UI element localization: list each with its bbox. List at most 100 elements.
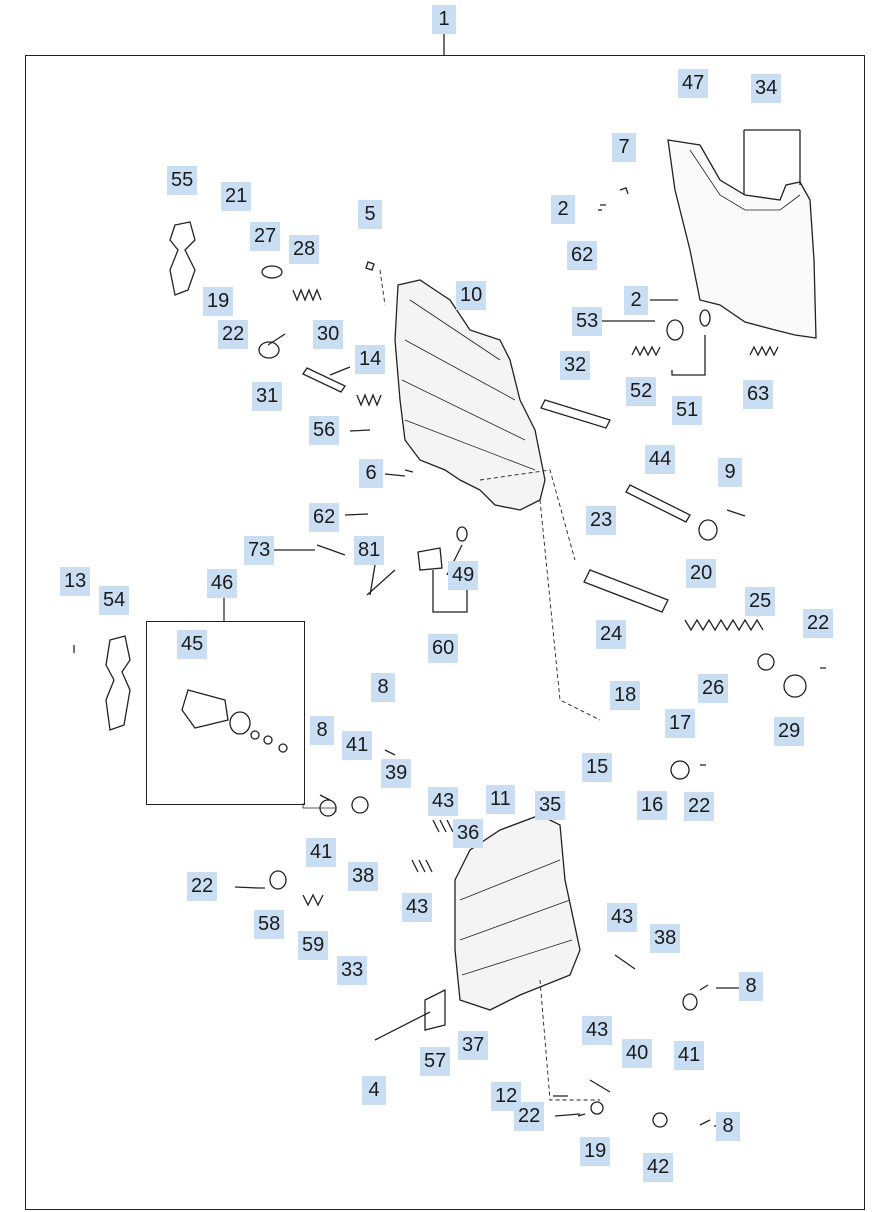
callout-label: 57 bbox=[420, 1047, 451, 1076]
upper-valve-body bbox=[394, 279, 546, 511]
solenoid-60 bbox=[417, 547, 443, 571]
callout-label: 60 bbox=[428, 634, 459, 663]
callout-label: 49 bbox=[448, 561, 479, 590]
callout-label: 13 bbox=[60, 567, 91, 596]
callout-label: 32 bbox=[560, 351, 591, 380]
spool-44 bbox=[625, 484, 691, 523]
callout-label: 24 bbox=[596, 620, 627, 649]
callout-label: 43 bbox=[402, 893, 433, 922]
callout-label: 1 bbox=[432, 5, 456, 34]
callout-label: 8 bbox=[371, 673, 395, 702]
spring-26 bbox=[684, 618, 764, 632]
solenoid-subassembly-box bbox=[146, 621, 305, 805]
callout-label: 41 bbox=[342, 731, 373, 760]
solenoid-45 bbox=[181, 689, 229, 729]
callout-label: 47 bbox=[678, 69, 709, 98]
callout-label: 51 bbox=[672, 396, 703, 425]
callout-label: 11 bbox=[486, 785, 515, 814]
spring-63 bbox=[749, 345, 779, 357]
callout-label: 45 bbox=[177, 630, 208, 659]
callout-label: 36 bbox=[453, 819, 484, 848]
callout-label: 7 bbox=[612, 133, 636, 162]
callout-label: 54 bbox=[99, 586, 130, 615]
callout-label: 2 bbox=[624, 286, 648, 315]
assembly-frame bbox=[25, 55, 865, 1210]
callout-label: 22 bbox=[803, 609, 834, 638]
callout-label: 5 bbox=[358, 200, 382, 229]
callout-label: 31 bbox=[252, 382, 283, 411]
callout-label: 38 bbox=[650, 924, 681, 953]
callout-label: 8 bbox=[716, 1112, 740, 1141]
spring-43b bbox=[589, 954, 636, 1093]
spring-59 bbox=[302, 893, 324, 907]
callout-label: 43 bbox=[607, 903, 638, 932]
callout-label: 59 bbox=[298, 931, 329, 960]
callout-label: 19 bbox=[580, 1137, 611, 1166]
callout-label: 8 bbox=[739, 972, 763, 1001]
callout-label: 43 bbox=[582, 1016, 613, 1045]
callout-label: 16 bbox=[637, 791, 668, 820]
callout-label: 40 bbox=[622, 1039, 653, 1068]
spool-30 bbox=[302, 367, 346, 393]
callout-label: 43 bbox=[428, 787, 459, 816]
callout-label: 53 bbox=[572, 307, 603, 336]
callout-label: 8 bbox=[310, 716, 334, 745]
clip-55 bbox=[169, 221, 196, 296]
callout-label: 56 bbox=[309, 416, 340, 445]
callout-label: 62 bbox=[567, 241, 598, 270]
callout-label: 41 bbox=[674, 1041, 705, 1070]
spring-52 bbox=[631, 345, 661, 357]
callout-label: 33 bbox=[337, 956, 368, 985]
callout-label: 42 bbox=[643, 1153, 674, 1182]
callout-label: 58 bbox=[254, 910, 285, 939]
callout-label: 39 bbox=[381, 759, 412, 788]
callout-label: 63 bbox=[743, 380, 774, 409]
callout-label: 37 bbox=[458, 1031, 489, 1060]
callout-label: 20 bbox=[686, 559, 717, 588]
callout-label: 15 bbox=[582, 753, 613, 782]
callout-label: 25 bbox=[745, 587, 776, 616]
callout-label: 73 bbox=[244, 536, 275, 565]
callout-label: 29 bbox=[774, 717, 805, 746]
callout-label: 52 bbox=[626, 377, 657, 406]
callout-label: 22 bbox=[684, 792, 715, 821]
spring-14 bbox=[356, 393, 382, 407]
callout-label: 22 bbox=[218, 320, 249, 349]
lower-valve-body bbox=[454, 814, 581, 1011]
callout-label: 4 bbox=[362, 1076, 386, 1105]
callout-label: 30 bbox=[313, 320, 344, 349]
spool-24 bbox=[583, 569, 669, 613]
callout-label: 17 bbox=[665, 709, 696, 738]
callout-label: 23 bbox=[586, 506, 617, 535]
callout-label: 55 bbox=[167, 166, 198, 195]
callout-label: 35 bbox=[535, 791, 566, 820]
callout-label: 2 bbox=[551, 195, 575, 224]
callout-label: 21 bbox=[221, 182, 252, 211]
callout-label: 9 bbox=[718, 458, 742, 487]
callout-label: 14 bbox=[355, 345, 386, 374]
callout-label: 81 bbox=[354, 536, 385, 565]
spool-32 bbox=[540, 399, 611, 429]
callout-label: 22 bbox=[514, 1102, 545, 1131]
spring-28 bbox=[292, 288, 322, 302]
callout-label: 38 bbox=[348, 862, 379, 891]
callout-label: 62 bbox=[309, 503, 340, 532]
spring-43 bbox=[411, 819, 454, 873]
clip-54 bbox=[105, 635, 131, 731]
plate-57 bbox=[424, 988, 446, 1031]
callout-label: 44 bbox=[645, 445, 676, 474]
callout-label: 19 bbox=[203, 287, 234, 316]
callout-label: 22 bbox=[187, 872, 218, 901]
callout-label: 41 bbox=[306, 838, 337, 867]
callout-label: 34 bbox=[751, 74, 782, 103]
separator-plate bbox=[667, 139, 817, 339]
callout-label: 10 bbox=[456, 281, 487, 310]
callout-label: 18 bbox=[610, 681, 641, 710]
callout-label: 46 bbox=[207, 569, 238, 598]
callout-label: 26 bbox=[698, 674, 729, 703]
callout-label: 28 bbox=[289, 235, 320, 264]
callout-label: 27 bbox=[250, 222, 281, 251]
callout-label: 6 bbox=[359, 459, 383, 488]
